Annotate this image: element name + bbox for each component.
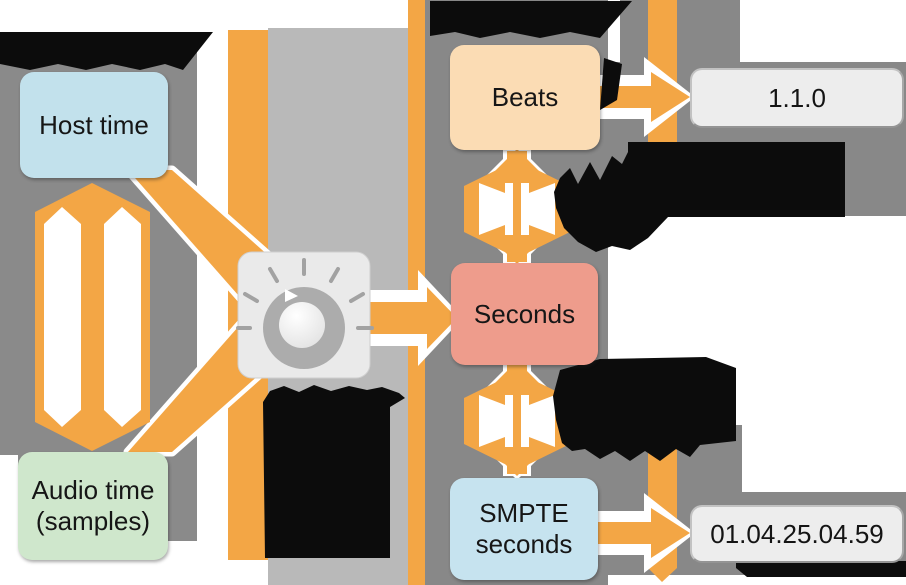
host-time-box: Host time xyxy=(20,72,168,178)
clock-to-seconds-arrow xyxy=(368,270,463,366)
bidirectional-converter-icon-top xyxy=(464,160,570,258)
beats-box: Beats xyxy=(450,45,600,150)
smpte-seconds-box: SMPTE seconds xyxy=(450,478,598,580)
beats-value-display: 1.1.0 xyxy=(690,68,904,128)
beats-label: Beats xyxy=(491,82,559,113)
seconds-label: Seconds xyxy=(473,298,576,329)
small-ink-smudge xyxy=(600,58,622,110)
beats-value: 1.1.0 xyxy=(768,82,826,113)
smpte-value: 01.04.25.04.59 xyxy=(710,518,884,549)
knob-tick-marks xyxy=(236,258,374,330)
host-audio-double-arrow xyxy=(35,183,150,451)
hardware-times-area-blob xyxy=(0,32,213,70)
tempo-map-area-blob xyxy=(554,142,845,252)
smpte-value-display: 01.04.25.04.59 xyxy=(690,505,904,563)
knob-dial-icon xyxy=(279,302,325,348)
knob-pointer-icon xyxy=(285,289,298,302)
clock-area-blob xyxy=(263,385,405,558)
audio-time-box: Audio time (samples) xyxy=(18,452,168,560)
media-times-area-blob xyxy=(430,1,632,38)
beats-to-display-arrow xyxy=(598,57,695,137)
smpte-to-display-arrow xyxy=(596,493,695,573)
bottom-right-blob xyxy=(736,561,906,577)
bidirectional-converter-icon-bottom xyxy=(464,372,570,470)
smpte-seconds-label: SMPTE seconds xyxy=(475,498,573,559)
audio-time-label: Audio time (samples) xyxy=(31,475,155,536)
clock-knob xyxy=(236,251,374,379)
seconds-box: Seconds xyxy=(451,263,598,365)
smpte-offset-area-blob xyxy=(553,357,736,461)
host-time-label: Host time xyxy=(39,109,149,140)
